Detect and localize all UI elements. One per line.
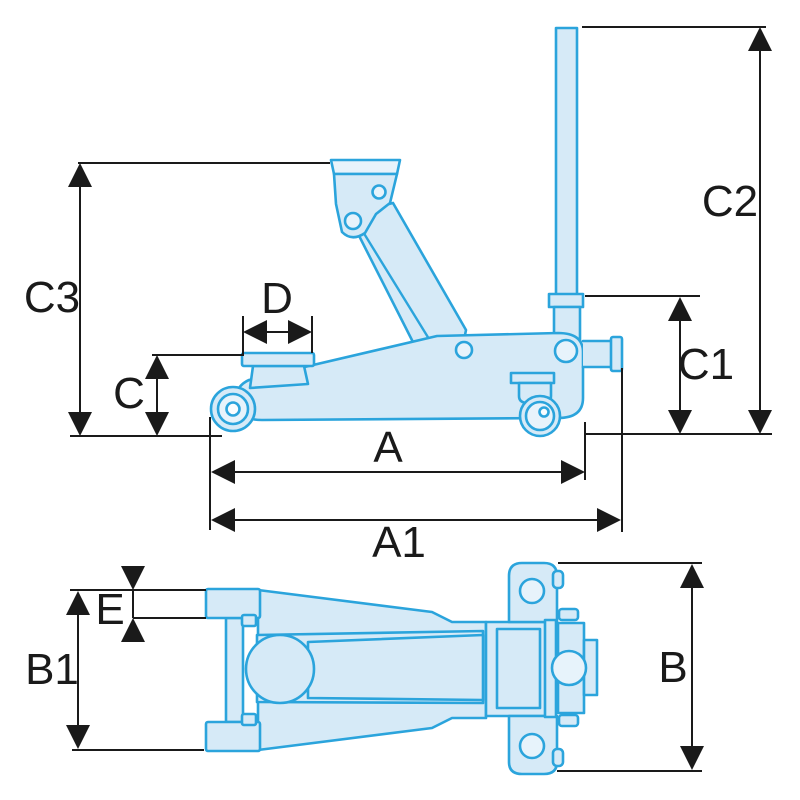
b1-arrow-down <box>66 725 90 749</box>
b-arrow-down <box>680 746 704 770</box>
c-arrow-up <box>145 355 169 379</box>
cup-flange <box>329 158 402 176</box>
c2-arrow-up <box>748 27 772 51</box>
handle <box>547 26 585 343</box>
c1-arrow-up <box>668 297 692 321</box>
caster-bolt-lower <box>518 732 546 760</box>
caster-tab-upper <box>551 569 565 590</box>
socket-clip-upper <box>557 607 580 622</box>
handle-collar <box>547 292 585 309</box>
cup-pivot-hole <box>343 211 363 231</box>
front-wheel <box>209 385 257 433</box>
socket-end-cap <box>609 335 624 373</box>
front-wheel-top-view-upper <box>204 587 262 620</box>
dimension-label-e: E <box>95 585 124 634</box>
top-view-dimensions: B1 E B <box>25 562 704 772</box>
dimension-label-b1: B1 <box>25 645 79 694</box>
dimension-label-c2: C2 <box>702 177 758 226</box>
saddle-stem <box>248 364 310 390</box>
dimension-label-c1: C1 <box>678 340 734 389</box>
dimension-label-d: D <box>261 274 293 323</box>
front-axle-assembly <box>204 587 262 753</box>
jack-side-view <box>209 26 624 438</box>
saddle-pad-assembly <box>240 351 316 390</box>
side-handle-socket <box>581 335 624 373</box>
handle-pivot-bolt <box>553 338 579 364</box>
handle-socket-top-view <box>543 607 599 728</box>
jack-top-view <box>204 561 599 776</box>
a1-arrow-right <box>597 508 621 532</box>
dimension-label-b: B <box>658 643 687 692</box>
front-wheel-top-view-lower <box>204 720 262 753</box>
rear-caster <box>509 371 562 438</box>
socket-tube <box>581 339 615 369</box>
dimension-label-c3: C3 <box>24 273 80 322</box>
c3-arrow-down <box>68 412 92 436</box>
caster-tab-lower <box>551 747 565 768</box>
lift-arm-edge-line <box>358 225 436 349</box>
a-arrow-right <box>561 460 585 484</box>
d-arrow-right <box>288 320 312 344</box>
lift-arm-top-view <box>306 633 485 702</box>
caster-mount-plate <box>509 371 556 385</box>
dimension-b: B <box>557 562 704 772</box>
b1-arrow-up <box>66 591 90 615</box>
saddle-cup <box>329 158 402 239</box>
dimension-a: A <box>209 417 586 530</box>
arm-pivot-bolt <box>454 340 474 360</box>
b-arrow-up <box>680 564 704 588</box>
axle-clip-upper <box>240 613 258 628</box>
socket-knob <box>550 649 588 687</box>
dimension-label-c: C <box>113 369 145 418</box>
handle-rod <box>554 26 579 297</box>
rear-body-top-view <box>484 620 554 718</box>
rear-wheel-hub <box>538 406 550 418</box>
e-arrow-down <box>121 566 145 590</box>
a1-arrow-left <box>211 508 235 532</box>
dimension-c3: C3 <box>24 162 330 437</box>
front-wheel-hub <box>225 401 241 417</box>
a-arrow-left <box>211 460 235 484</box>
side-view-dimensions: C3 C D A A <box>24 26 772 567</box>
dimension-label-a1: A1 <box>372 518 426 567</box>
dimension-a1: A1 <box>211 368 623 567</box>
rear-caster-top-view-lower <box>507 714 565 776</box>
cup-pin-hole <box>371 184 387 200</box>
axle-clip-lower <box>240 712 258 727</box>
frame <box>244 588 488 752</box>
saddle-top-view <box>244 633 316 705</box>
dimension-label-a: A <box>373 423 403 472</box>
c3-arrow-up <box>68 163 92 187</box>
dimension-c1: C1 <box>585 295 734 434</box>
c2-arrow-down <box>748 410 772 434</box>
dimension-e: E <box>95 566 206 642</box>
front-axle <box>224 616 245 724</box>
saddle-pad <box>240 351 316 368</box>
socket-clip-lower <box>557 713 580 728</box>
c-arrow-down <box>145 412 169 436</box>
dimension-c: C <box>113 354 243 436</box>
rear-caster-top-view-upper <box>507 561 565 624</box>
d-arrow-left <box>243 320 267 344</box>
dimension-c2: C2 <box>582 26 772 435</box>
dimension-b1: B1 <box>25 589 206 751</box>
c1-arrow-down <box>668 410 692 434</box>
caster-bolt-upper <box>518 577 546 605</box>
dimension-d: D <box>242 274 313 356</box>
rear-block-inner <box>495 627 542 710</box>
e-arrow-up <box>121 618 145 642</box>
